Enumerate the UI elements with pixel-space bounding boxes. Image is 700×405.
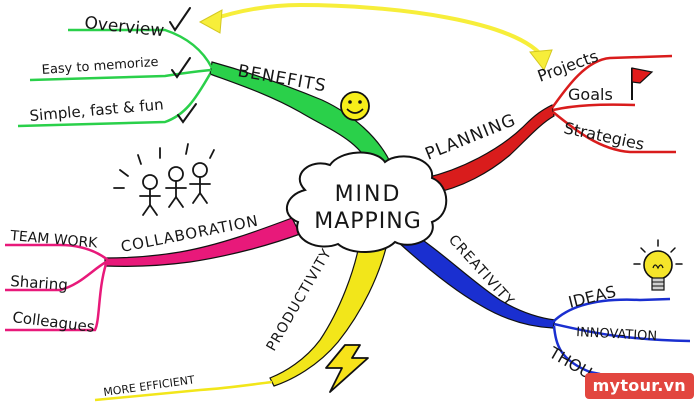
branch-creativity: CREATIVITY IDEAS INNOVATION THOU (397, 227, 691, 383)
creativity-item-innovation: INNOVATION (576, 325, 658, 344)
collaboration-item-teamwork: TEAM WORK (9, 228, 99, 252)
benefits-item-overview: Overview (83, 13, 165, 41)
people-icon (113, 143, 215, 216)
branch-collaboration: COLLABORATION TEAM WORK Sharing Colleagu… (5, 143, 301, 336)
feedback-arrow (198, 2, 553, 71)
creativity-item-ideas: IDEAS (566, 282, 617, 312)
collaboration-item-sharing: Sharing (10, 272, 69, 294)
flag-icon (631, 67, 654, 100)
center-title-line2: MAPPING (314, 209, 422, 234)
benefits-item-easy: Easy to memorize (41, 55, 159, 78)
check-icon (169, 7, 191, 32)
watermark-logo: mytour.vn (584, 373, 694, 399)
check-icon (177, 103, 197, 124)
lightbulb-icon (633, 239, 683, 291)
central-node: MIND MAPPING (286, 151, 448, 253)
lightning-icon (325, 344, 369, 393)
check-icon (171, 57, 191, 79)
branch-planning: PLANNING Projects Goals Strategies (422, 46, 676, 195)
planning-item-goals: Goals (568, 85, 613, 104)
center-title-line1: MIND (335, 182, 402, 207)
benefits-item-simple: Simple, fast & fun (29, 95, 165, 125)
branch-benefits: BENEFITS Overview Easy to memorize Simpl… (17, 7, 393, 171)
collaboration-item-colleagues: Colleagues (12, 308, 96, 336)
planning-item-strategies: Strategies (562, 118, 646, 154)
smiley-icon (340, 91, 370, 121)
